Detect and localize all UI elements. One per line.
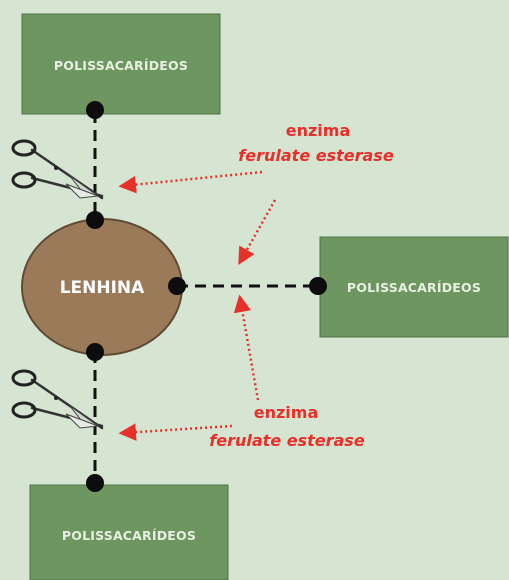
polysaccharide-label-bottom: POLISSACARÍDEOS [62, 528, 196, 543]
polysaccharide-box-top: POLISSACARÍDEOS [21, 13, 221, 115]
polysaccharide-box-right: POLISSACARÍDEOS [319, 236, 509, 338]
bond-dot [86, 101, 104, 119]
enzyme-bottom-line1: enzima [254, 403, 319, 422]
bond-dot [86, 211, 104, 229]
enzyme-top-line1: enzima [286, 121, 351, 140]
enzyme-label-bottom: enzima ferulate esterase [209, 403, 365, 450]
arrow-to-right-bond-upper [238, 199, 277, 266]
scissors-icon [11, 139, 104, 200]
bond-dot [86, 474, 104, 492]
scissors-icon [11, 369, 104, 430]
bond-dot [168, 277, 186, 295]
arrow-to-right-bond-lower [233, 294, 260, 401]
lignin-node: LENHINA [21, 218, 183, 356]
lignin-label: LENHINA [60, 278, 145, 298]
polysaccharide-label-top: POLISSACARÍDEOS [54, 58, 188, 73]
enzyme-label-top: enzima ferulate esterase [238, 121, 394, 165]
enzyme-top-line2: ferulate esterase [238, 146, 394, 165]
enzyme-bottom-line2: ferulate esterase [209, 431, 365, 450]
bond-dot [86, 343, 104, 361]
polysaccharide-box-bottom: POLISSACARÍDEOS [29, 484, 229, 580]
polysaccharide-label-right: POLISSACARÍDEOS [347, 280, 481, 295]
arrow-to-top-bond [118, 170, 263, 194]
arrow-to-bottom-bond [118, 423, 233, 441]
bond-dot [309, 277, 327, 295]
